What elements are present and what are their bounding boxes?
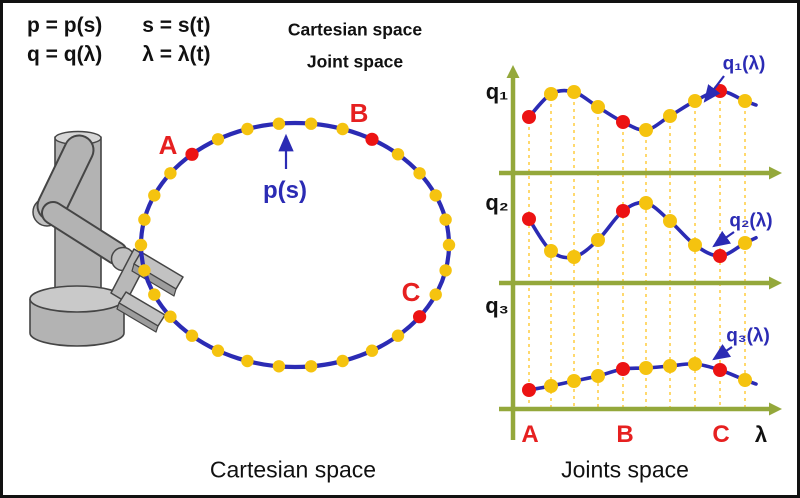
trajectory-sample-dot xyxy=(304,360,318,373)
trajectory-sample-dot xyxy=(211,133,225,146)
tick-label-b: B xyxy=(616,421,634,448)
trajectory-sample-dot xyxy=(413,167,426,180)
trajectory-sample-dot xyxy=(442,238,456,252)
joint-waypoint-dot xyxy=(713,249,727,263)
robot-forearm xyxy=(43,203,126,263)
trajectory-sample-dot xyxy=(391,329,405,342)
trajectory-sample-dot xyxy=(211,344,225,357)
joint-sample-dot xyxy=(567,250,581,264)
joint-sample-dot xyxy=(688,238,702,252)
trajectory-sample-dot xyxy=(429,288,442,301)
joint-sample-dot xyxy=(663,359,677,373)
lambda-axis-label: λ xyxy=(754,422,768,447)
trajectory-sample-dot xyxy=(272,117,286,130)
curve-label-q2: q₂(λ) xyxy=(729,210,773,232)
joint-waypoint-dot xyxy=(616,204,630,218)
waypoint-dot xyxy=(185,147,199,161)
joint-sample-dot xyxy=(544,244,558,258)
equation-s-t: s = s(t) xyxy=(142,14,211,37)
trajectory-sample-dot xyxy=(148,288,161,301)
trajectory-sample-dot xyxy=(304,117,318,130)
legend-joint-space: Joint space xyxy=(306,51,404,72)
joint-sample-dot xyxy=(591,369,605,383)
waypoint-dot xyxy=(365,132,379,146)
trajectory-sample-dot xyxy=(138,213,151,226)
equations-block: p = p(s) s = s(t) q = q(λ) λ = λ(t) xyxy=(27,13,211,67)
waypoint-dot xyxy=(413,310,427,324)
trajectory-sample-dot xyxy=(439,264,452,277)
caption-joints-space: Joints space xyxy=(561,456,689,483)
robot-base-top xyxy=(29,285,125,313)
joint-waypoint-dot xyxy=(522,110,536,124)
robot-upper-arm xyxy=(38,136,93,220)
caption-cartesian-space: Cartesian space xyxy=(209,456,377,483)
joint-sample-dot xyxy=(567,85,581,99)
diagram-canvas xyxy=(29,65,782,440)
q1-annotation-arrow xyxy=(703,75,725,103)
trajectory-sample-dot xyxy=(336,122,349,136)
axis-label-q1: q₁ xyxy=(485,79,509,104)
equation-p-s: p = p(s) xyxy=(27,14,103,37)
trajectory-sample-dot xyxy=(164,167,177,180)
trajectory-sample-dot xyxy=(241,354,254,368)
cartesian-trajectory xyxy=(134,117,456,373)
joint-sample-dot xyxy=(688,357,702,371)
trajectory-sample-dot xyxy=(429,189,442,202)
legend-cartesian-space: Cartesian space xyxy=(287,19,423,40)
joint-waypoint-dot xyxy=(522,383,536,397)
joint-sample-dot xyxy=(544,87,558,101)
trajectory-sample-dot xyxy=(391,148,405,161)
trajectory-sample-dot xyxy=(148,189,161,202)
trajectory-sample-dot xyxy=(185,329,199,342)
equation-q-lambda: q = q(λ) xyxy=(27,43,103,66)
lambda-axis-arrowhead xyxy=(769,402,782,416)
curve-label-q3: q₃(λ) xyxy=(726,325,770,347)
joint-sample-dot xyxy=(663,214,677,228)
trajectory-sample-dot xyxy=(439,213,452,226)
joint-sample-dot xyxy=(567,374,581,388)
point-label-c: C xyxy=(401,277,421,307)
joint-waypoint-dot xyxy=(616,362,630,376)
trajectory-sample-dot xyxy=(164,310,177,323)
joint-sample-dot xyxy=(591,233,605,247)
point-label-a: A xyxy=(158,130,178,160)
curve-label-q1: q₁(λ) xyxy=(722,53,766,75)
equation-lambda-t: λ = λ(t) xyxy=(142,43,211,66)
robot-arm xyxy=(29,130,184,347)
lambda-axis-arrowhead xyxy=(769,276,782,290)
joint-sample-dot xyxy=(688,94,702,108)
lambda-axis-arrowhead xyxy=(769,166,782,180)
robot-gripper-lower-finger-side xyxy=(116,302,159,333)
joint-vertical-axis-arrowhead xyxy=(506,65,520,78)
axis-label-q3: q₃ xyxy=(485,293,509,318)
trajectory-sample-dot xyxy=(134,238,148,252)
q2-annotation-arrow xyxy=(712,230,735,248)
joint-sample-dot xyxy=(663,109,677,123)
joint-sample-dot xyxy=(591,100,605,114)
trajectory-sample-dot xyxy=(138,264,151,277)
joint-sample-dot xyxy=(639,361,653,375)
point-label-b: B xyxy=(349,98,369,128)
q3-annotation-arrow xyxy=(712,344,733,361)
trajectory-sample-dot xyxy=(365,344,379,357)
joint-waypoint-dot xyxy=(616,115,630,129)
trajectory-sample-dot xyxy=(336,354,349,368)
joint-sample-dot xyxy=(738,373,752,387)
joint-sample-dot xyxy=(639,196,653,210)
joint-waypoint-dot xyxy=(522,212,536,226)
tick-label-a: A xyxy=(521,421,539,448)
path-label-ps: p(s) xyxy=(263,177,307,204)
joint-sample-dot xyxy=(738,94,752,108)
joint-sample-dot xyxy=(639,123,653,137)
trajectory-sample-dot xyxy=(272,360,286,373)
joint-sample-dot xyxy=(544,379,558,393)
tick-label-c: C xyxy=(712,421,730,448)
axis-label-q2: q₂ xyxy=(485,190,509,215)
cartesian-path-ellipse xyxy=(138,120,452,370)
joint-waypoint-dot xyxy=(713,363,727,377)
joint-sample-dot xyxy=(738,236,752,250)
trajectory-sample-dot xyxy=(241,122,254,136)
joint-space-plots xyxy=(499,65,782,440)
